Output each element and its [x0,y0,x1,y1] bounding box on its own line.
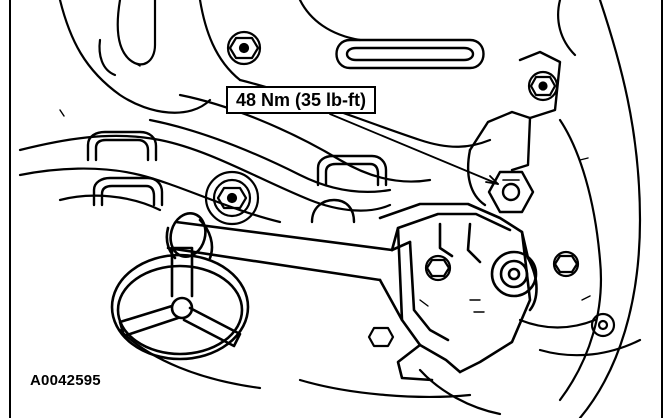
shading-hatch [59,59,591,313]
strut-bushing [490,250,538,298]
torque-strut [166,220,412,322]
bolt-lower-small [367,326,395,348]
bolt-left-middle [204,170,260,226]
bolt-top-right [527,70,559,102]
figure-id: A0042595 [30,372,101,389]
leader-line [329,113,499,185]
torque-spec-label: 48 Nm (35 lb-ft) [226,86,377,114]
torque-nut [487,170,535,214]
bolt-top-left [226,30,262,66]
frame-lines [9,0,663,418]
bolt-bracket-center [424,254,452,282]
housing-contours [18,0,642,418]
mount-body [378,202,538,382]
hand-wheel [110,246,250,361]
upper-bracket [466,50,562,207]
bolt-bottom-right [590,312,616,338]
bolt-right-lower [552,250,580,278]
slot-cutouts [86,38,485,224]
